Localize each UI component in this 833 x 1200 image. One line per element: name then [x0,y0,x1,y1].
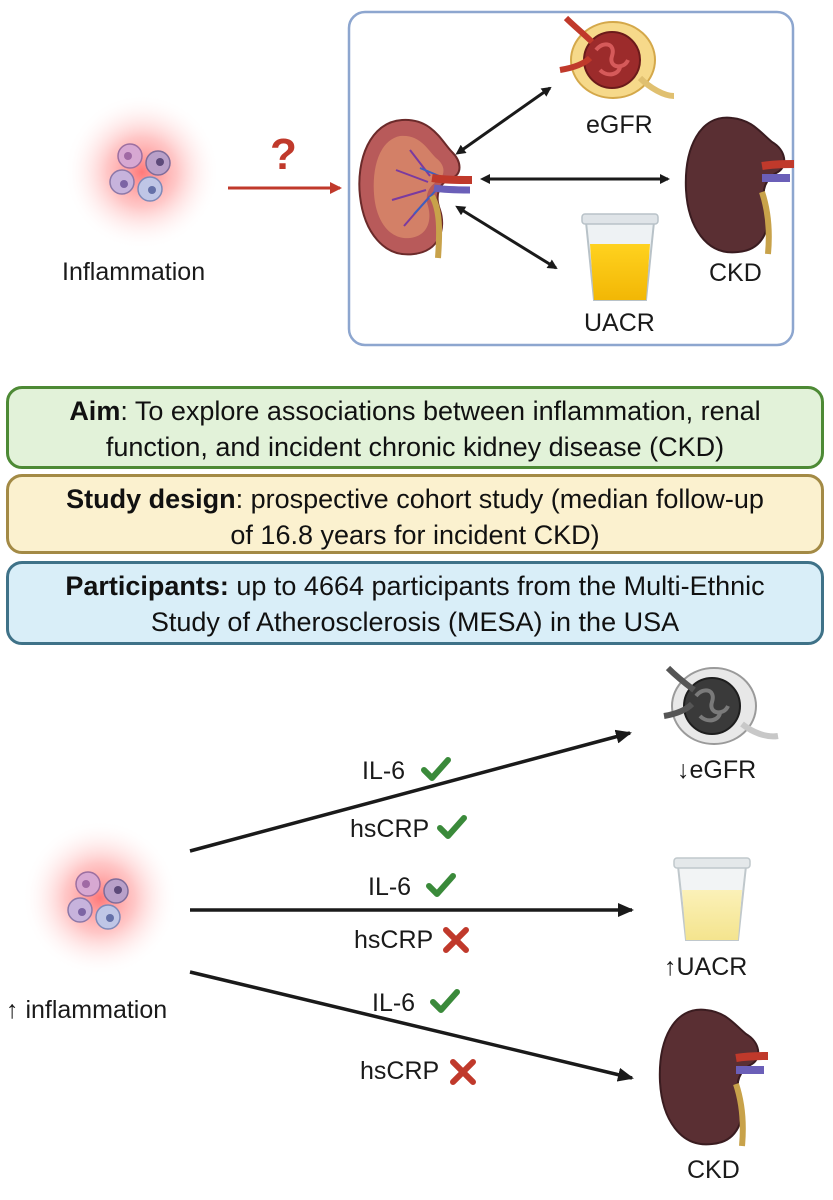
aim-text-line2: function, and incident chronic kidney di… [105,432,725,462]
glomerulus-icon [559,15,675,99]
uacr-label: UACR [584,309,655,337]
kidney-cross-section-icon [358,118,473,259]
participants-text: up to 4664 participants from the Multi-E… [228,571,765,601]
egfr-label: eGFR [586,111,653,139]
question-mark: ? [270,130,297,179]
arrow-kidney-uacr [455,205,558,270]
path3-marker2: hsCRP [360,1057,440,1085]
mechanism-frame [347,10,795,347]
cross-icon-path3-hscrp [450,1059,476,1085]
check-icon-path3-il6 [430,989,460,1013]
arrow-kidney-egfr [455,86,552,155]
arrow-inflammation-egfr [189,729,632,853]
check-icon-path1-il6 [421,757,451,781]
uacr-increase-label: ↑UACR [664,953,748,981]
inflammation-cells-icon-bottom [22,820,178,976]
check-icon-path1-hscrp [437,815,467,839]
study-design-text: : prospective cohort study (median follo… [235,484,764,514]
participants-box: Participants: up to 4664 participants fr… [6,561,824,645]
urine-cup-pale-icon [673,857,751,941]
participants-heading: Participants: [65,571,229,601]
path2-marker2: hsCRP [354,926,434,954]
arrow-inflammation-ckd [189,970,634,1082]
aim-text: : To explore associations between inflam… [120,396,761,426]
aim-box: Aim: To explore associations between inf… [6,386,824,469]
urine-cup-icon [581,213,659,301]
inflammation-increase-label: ↑ inflammation [6,996,168,1024]
aim-heading: Aim [69,396,121,426]
egfr-decrease-label: ↓eGFR [677,756,757,784]
path2-marker1: IL-6 [368,873,412,901]
ckd-bottom-label: CKD [687,1156,740,1184]
inflammation-label: Inflammation [62,258,206,286]
study-design-text-line2: of 16.8 years for incident CKD) [230,520,600,550]
cross-icon-path2-hscrp [443,927,469,953]
ckd-label: CKD [709,259,762,287]
ckd-kidney-icon-bottom [658,1008,769,1147]
participants-text-line2: Study of Atherosclerosis (MESA) in the U… [150,607,680,637]
glomerulus-grey-icon [663,665,779,745]
check-icon-path2-il6 [426,873,456,897]
path1-marker2: hsCRP [350,815,430,843]
study-design-box: Study design: prospective cohort study (… [6,474,824,554]
inflammation-cells-icon [64,94,220,250]
study-design-heading: Study design [66,484,236,514]
path3-marker1: IL-6 [372,989,416,1017]
ckd-kidney-icon [684,116,795,255]
path1-marker1: IL-6 [362,757,406,785]
